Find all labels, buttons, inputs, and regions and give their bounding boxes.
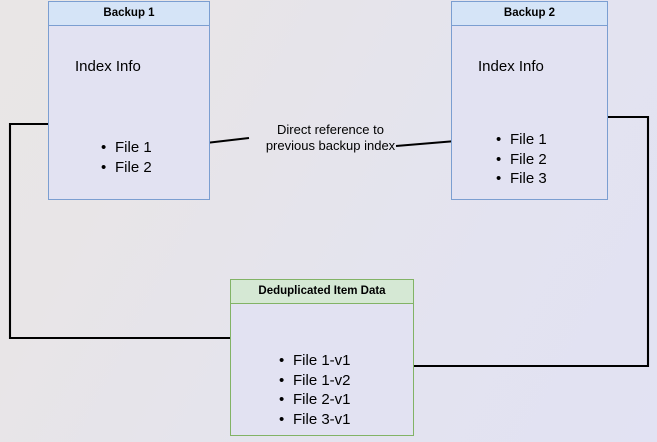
list-item: File 1-v2 xyxy=(279,371,350,391)
backup-2-file-list: File 1 File 2 File 3 xyxy=(492,130,547,189)
node-dedup-header: Deduplicated Item Data xyxy=(231,280,413,304)
list-item: File 2 xyxy=(496,150,547,170)
dedup-file-list: File 1-v1 File 1-v2 File 2-v1 File 3-v1 xyxy=(275,351,350,430)
node-backup-2-header: Backup 2 xyxy=(452,2,607,26)
node-backup-2[interactable]: Backup 2 Index Info File 1 File 2 File 3 xyxy=(451,1,608,200)
backup-1-index-info-label: Index Info xyxy=(75,58,141,75)
node-deduplicated-item-data[interactable]: Deduplicated Item Data File 1-v1 File 1-… xyxy=(230,279,414,436)
edge-label-direct-reference: Direct reference to previous backup inde… xyxy=(249,122,412,154)
backup-2-index-info-label: Index Info xyxy=(478,58,544,75)
backup-1-file-list: File 1 File 2 xyxy=(97,138,152,177)
node-backup-2-body: Index Info File 1 File 2 File 3 xyxy=(452,26,607,199)
list-item: File 2 xyxy=(101,158,152,178)
node-backup-1-body: Index Info File 1 File 2 xyxy=(49,26,209,199)
list-item: File 1 xyxy=(101,138,152,158)
edge-label-line-2: previous backup index xyxy=(265,138,396,153)
node-backup-1[interactable]: Backup 1 Index Info File 1 File 2 xyxy=(48,1,210,200)
edge-label-line-1: Direct reference to xyxy=(277,122,384,137)
list-item: File 3 xyxy=(496,169,547,189)
node-dedup-body: File 1-v1 File 1-v2 File 2-v1 File 3-v1 xyxy=(231,304,413,435)
node-backup-1-header: Backup 1 xyxy=(49,2,209,26)
list-item: File 1 xyxy=(496,130,547,150)
edge-backup1-file1-to-dedup xyxy=(8,122,264,346)
list-item: File 2-v1 xyxy=(279,390,350,410)
list-item: File 3-v1 xyxy=(279,410,350,430)
list-item: File 1-v1 xyxy=(279,351,350,371)
edge-backup2-file1-to-dedup xyxy=(376,115,650,374)
